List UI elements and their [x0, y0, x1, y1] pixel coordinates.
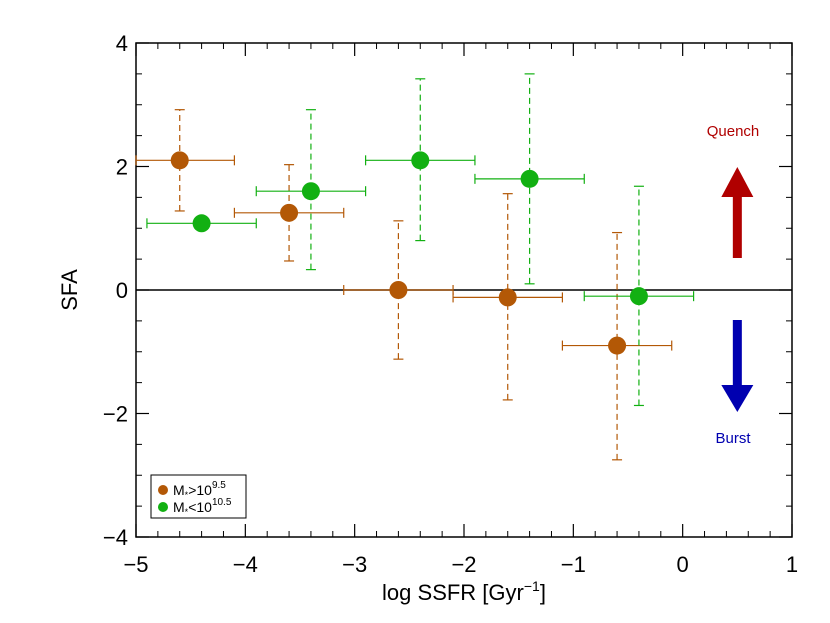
legend-label-sup: 9.5 — [212, 480, 226, 491]
x-tick-label: 1 — [786, 552, 798, 577]
legend-label-op: >10 — [188, 482, 212, 498]
data-point — [498, 288, 517, 307]
x-axis-title-main: log SSFR [Gyr — [382, 580, 524, 605]
data-point — [520, 169, 539, 188]
y-tick-label: −2 — [103, 402, 128, 427]
data-point — [389, 281, 408, 299]
x-tick-label: −1 — [561, 552, 586, 577]
quench-arrow-head — [721, 167, 754, 197]
x-axis-title-close: ] — [540, 580, 546, 605]
legend-label-sub: * — [185, 490, 189, 500]
y-axis-title: SFA — [57, 269, 82, 311]
legend-marker — [158, 485, 168, 495]
y-tick-label: 2 — [116, 155, 128, 180]
quench-arrow-shaft — [732, 196, 742, 258]
x-axis-title: log SSFR [Gyr−1] — [382, 578, 546, 605]
legend-label-prefix: M — [173, 499, 185, 515]
x-tick-label: −5 — [123, 552, 148, 577]
quench-annotation: Quench — [707, 123, 760, 258]
data-point — [301, 182, 320, 201]
legend-label-prefix: M — [173, 482, 185, 498]
data-point — [280, 203, 299, 222]
data-point — [192, 214, 211, 233]
data-point — [170, 151, 189, 170]
legend-label: M*>109.5 — [173, 480, 226, 500]
x-tick-label: 0 — [677, 552, 689, 577]
y-tick-label: −4 — [103, 525, 128, 550]
legend-label-sup: 10.5 — [212, 497, 232, 508]
legend-label-op: <10 — [188, 499, 212, 515]
legend-label: M*<1010.5 — [173, 497, 232, 517]
x-tick-label: −4 — [233, 552, 258, 577]
quench-label: Quench — [707, 123, 760, 140]
data-point — [608, 336, 627, 355]
burst-label: Burst — [715, 430, 751, 447]
y-tick-label: 4 — [116, 31, 128, 56]
burst-arrow-shaft — [732, 320, 742, 386]
data-point — [411, 151, 430, 170]
burst-annotation: Burst — [715, 320, 754, 447]
legend-label-sub: * — [185, 507, 189, 517]
legend-box — [150, 474, 247, 519]
legend: M*>109.5M*<1010.5 — [150, 474, 247, 519]
legend-marker — [158, 502, 168, 512]
x-tick-label: −2 — [451, 552, 476, 577]
y-tick-label: 0 — [116, 278, 128, 303]
data-point — [629, 287, 648, 306]
x-axis-title-sup: −1 — [524, 578, 540, 594]
burst-arrow-head — [721, 385, 754, 412]
x-tick-label: −3 — [342, 552, 367, 577]
